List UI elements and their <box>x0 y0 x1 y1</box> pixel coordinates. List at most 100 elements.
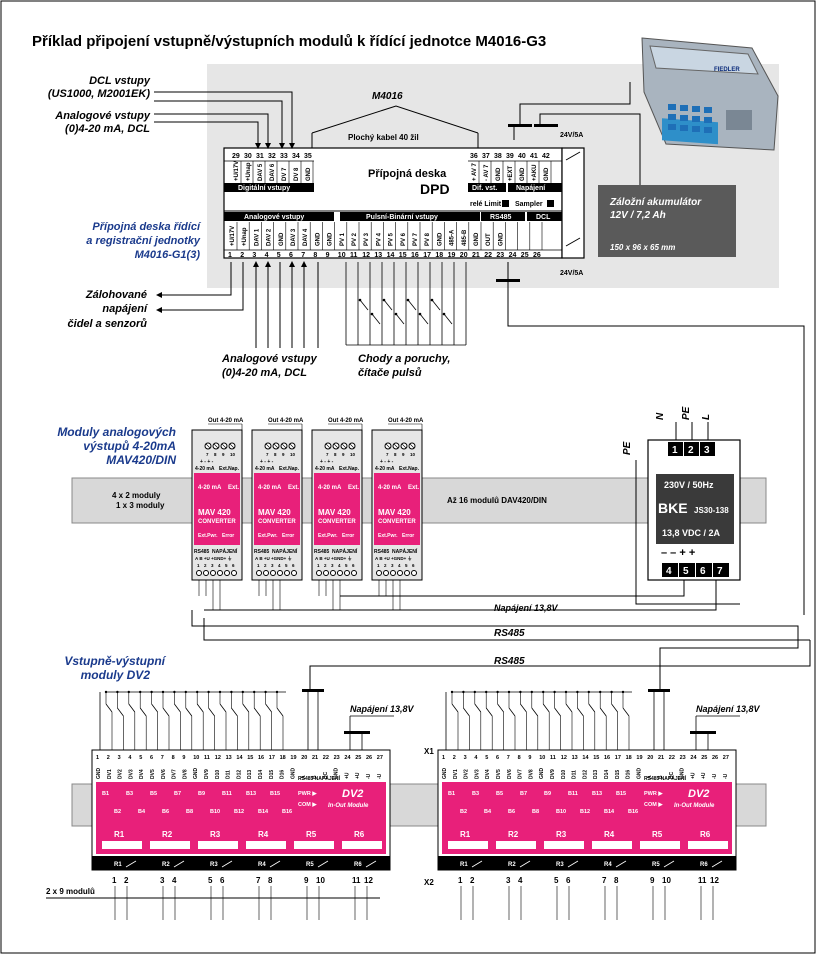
mav-face <box>194 473 240 545</box>
bke-pe-side-label: PE <box>622 441 633 455</box>
analog-top-label-2: (0)4-20 mA, DCL <box>65 123 150 135</box>
battery-line-3: 150 x 96 x 65 mm <box>610 243 675 252</box>
mav-bottom-pin: 3 <box>391 563 394 568</box>
dcl-inputs-label-2: (US1000, M2001EK) <box>48 88 150 100</box>
dv2-top-pin: 19 <box>636 755 642 761</box>
dv2-top-sig: D16 <box>280 770 286 779</box>
dv2-top-pin: 22 <box>669 755 675 761</box>
dv2-top-sig: GND <box>442 768 448 780</box>
dv2-top-pin: 7 <box>507 755 510 761</box>
dv2-relay-pin: 9 <box>650 876 655 885</box>
svg-text:CONVERTER: CONVERTER <box>258 519 296 525</box>
dv2-top-pin: 5 <box>139 755 142 761</box>
bke-bottom-pin-5: 5 <box>683 566 689 577</box>
dpd-bottom-sig-7: DAV 4 <box>303 228 309 246</box>
svg-text:4-20 mA: 4-20 mA <box>258 485 282 491</box>
dv2-top-pin: 1 <box>442 755 445 761</box>
dv2-top-pin: 16 <box>604 755 610 761</box>
dv2-top-sig: D16 <box>626 770 632 779</box>
dpd-bottom-sig-23: GND <box>498 232 504 246</box>
svg-text:Error: Error <box>342 533 354 539</box>
board-label-3: M4016-G1(3) <box>135 249 201 261</box>
svg-text:MAV 420: MAV 420 <box>198 508 231 517</box>
rele-limit-icon <box>502 200 509 207</box>
svg-text:+ - + -: + - + - <box>200 459 214 465</box>
dv2-relay-pin: 6 <box>566 876 571 885</box>
dv2-top-sig: -U <box>377 773 383 779</box>
relay-top-label: 24V/5A <box>560 132 583 139</box>
dif-group-bar <box>468 183 506 192</box>
dv2-relay-pin: 10 <box>662 876 671 885</box>
dv2-led-bottom: B10 <box>210 809 220 815</box>
bke-pe-label: PE <box>681 406 692 420</box>
mav-count-1: 4 x 2 moduly <box>112 491 161 500</box>
m4016-label: M4016 <box>372 91 403 102</box>
dv2-top-pin: 15 <box>247 755 253 761</box>
dv2-led-bottom: B16 <box>628 809 638 815</box>
battery-box <box>598 185 736 257</box>
svg-text:PWR ▶: PWR ▶ <box>298 790 317 797</box>
dv2-led-bottom: B8 <box>186 809 193 815</box>
analog-group-bar <box>224 212 334 221</box>
mav-face <box>254 473 300 545</box>
bke-bottom-pin-4: 4 <box>666 566 672 577</box>
svg-text:R1: R1 <box>114 862 122 868</box>
bke-voltage-in: 230V / 50Hz <box>664 480 714 490</box>
mav-out-label: Out 4-20 mA <box>208 418 244 424</box>
dpd-bottom-pin-18: 18 <box>435 252 443 259</box>
dv2-relay-R1: R1 <box>114 830 125 839</box>
pulse-switch-7 <box>431 299 441 311</box>
dv2-top-pin: 18 <box>626 755 632 761</box>
dv2-led-top: B13 <box>592 791 602 797</box>
pulse-group-label: Pulsní-Binární vstupy <box>366 214 438 221</box>
dpd-top-sig-32: DAV 6 <box>270 163 276 181</box>
dv2-led-bottom: B6 <box>162 809 169 815</box>
dpd-bottom-pin-23: 23 <box>496 252 504 259</box>
dv2-top-pin: 27 <box>377 755 383 761</box>
svg-text:MAV 420: MAV 420 <box>258 508 291 517</box>
bke-model: JS30-138 <box>694 506 729 515</box>
dv2-relay-pin: 2 <box>124 876 129 885</box>
m4016-device-illustration: FIEDLER <box>641 37 779 151</box>
dv2-relay-R2: R2 <box>162 830 173 839</box>
dpd-bottom-sig-19: 485-A <box>450 229 456 246</box>
svg-text:MAV 420: MAV 420 <box>378 508 411 517</box>
dv2-top-sig: DV9 <box>550 769 556 779</box>
dv2-led-top: B9 <box>544 791 551 797</box>
mav-top-pin: 7 <box>386 452 389 457</box>
dpd-top-sig-38: GND <box>496 167 502 181</box>
dpd-bottom-pin-10: 10 <box>338 252 346 259</box>
dpd-bottom-pin-6: 6 <box>289 252 293 259</box>
dpd-bottom-pin-17: 17 <box>423 252 431 259</box>
dpd-top-sig-40: GND <box>520 167 526 181</box>
mav-top-pin: 8 <box>274 452 277 457</box>
dv2-led-top: B13 <box>246 791 256 797</box>
svg-text:R4: R4 <box>258 862 266 868</box>
dv2-top-pin: 6 <box>150 755 153 761</box>
dv2-relay-R6: R6 <box>354 830 365 839</box>
mav-bottom-pin: 1 <box>197 563 200 568</box>
dpd-bottom-pin-19: 19 <box>448 252 456 259</box>
mav-bottom-pin: 1 <box>377 563 380 568</box>
dv2-top-sig: +U <box>690 772 696 779</box>
dpd-bottom-pin-3: 3 <box>252 252 256 259</box>
dv2-top-sig: +U <box>344 772 350 779</box>
mav-bottom-pin: 5 <box>225 563 228 568</box>
dpd-bottom-sig-8: GND <box>315 232 321 246</box>
dv2-top-sig: D11 <box>572 770 578 779</box>
dv2-top-pin: 3 <box>464 755 467 761</box>
dv2-top-sig: DV7 <box>518 769 524 779</box>
dpd-top-pin-32: 32 <box>268 153 276 160</box>
dv2-top-sig: GND <box>334 768 340 780</box>
mav-bottom-pin: 6 <box>352 563 355 568</box>
dv2-relay-pin: 4 <box>172 876 177 885</box>
dv2-led-top: B9 <box>198 791 205 797</box>
mav-title-1: Moduly analogových <box>57 425 176 439</box>
dv2-top-pin: 25 <box>701 755 707 761</box>
mav-bottom-pin: 5 <box>285 563 288 568</box>
dpd-bottom-pin-11: 11 <box>350 252 358 259</box>
svg-text:MAV 420: MAV 420 <box>318 508 351 517</box>
dv2-top-pin: 10 <box>539 755 545 761</box>
mav-top-pin: 10 <box>350 452 356 457</box>
